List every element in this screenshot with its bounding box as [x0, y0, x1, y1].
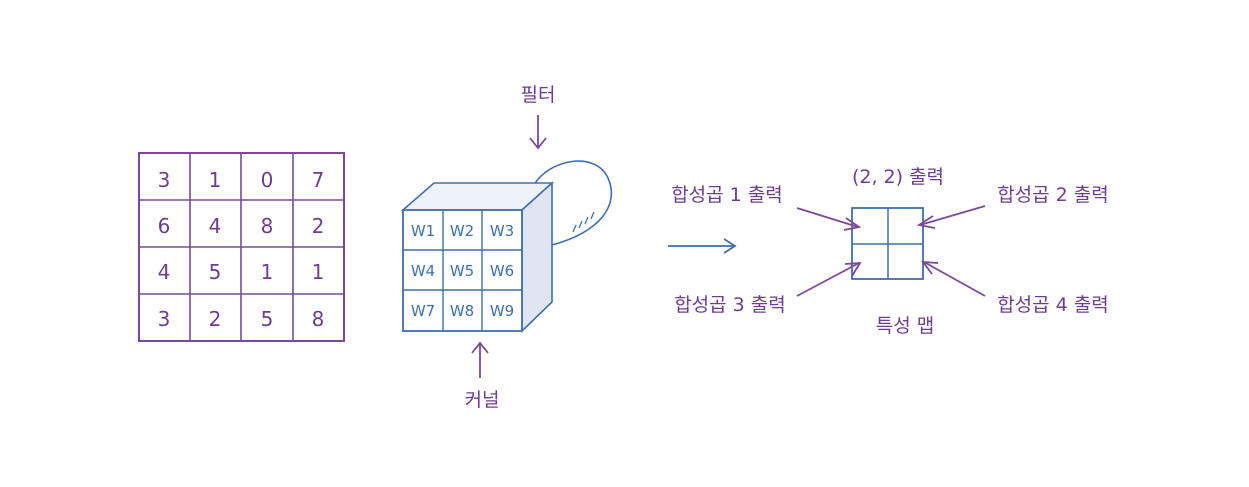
conv1-label: 합성곱 1 출력 [671, 184, 783, 206]
kernel-weight: W1 [411, 222, 435, 240]
kernel-arrow [471, 341, 489, 378]
input-cell: 5 [261, 307, 274, 331]
input-cell: 1 [312, 260, 325, 284]
kernel-weight: W4 [411, 262, 435, 280]
kernel-weight: W6 [490, 262, 514, 280]
input-cell: 0 [261, 168, 274, 192]
input-cell: 5 [209, 260, 222, 284]
filter-stack-curve [533, 160, 613, 246]
conv4-label: 합성곱 4 출력 [997, 294, 1109, 316]
feature-map [851, 207, 924, 280]
kernel-weight: W5 [450, 262, 474, 280]
input-cell: 3 [158, 307, 171, 331]
kernel-label: 커널 [465, 389, 500, 411]
input-cell: 2 [209, 307, 222, 331]
input-cell: 1 [261, 260, 274, 284]
kernel-weight: W8 [450, 302, 474, 320]
input-cell: 1 [209, 168, 222, 192]
kernel-weight: W3 [490, 222, 514, 240]
filter-stack-ticks [572, 211, 595, 233]
input-cell: 8 [312, 307, 325, 331]
input-cell: 4 [209, 214, 222, 238]
conv3-arrow [796, 261, 862, 297]
feature-map-label: 특성 맵 [876, 315, 934, 337]
transform-arrow [668, 238, 737, 254]
filter-arrow [529, 115, 547, 150]
input-matrix: 3 1 0 7 6 4 8 2 4 5 1 1 3 2 5 8 [138, 152, 345, 342]
conv4-arrow [921, 260, 986, 297]
input-cell: 2 [312, 214, 325, 238]
output-22-label: (2, 2) 출력 [852, 166, 944, 188]
filter-cube: W1 W2 W3 W4 W5 W6 W7 W8 W9 [400, 160, 613, 333]
input-cell: 6 [158, 214, 171, 238]
input-cell: 4 [158, 260, 171, 284]
cube-side-face [521, 181, 553, 333]
input-cell: 8 [261, 214, 274, 238]
cube-front-face [402, 209, 523, 332]
conv2-arrow [916, 205, 986, 229]
filter-label: 필터 [521, 84, 556, 106]
conv1-arrow [796, 207, 862, 231]
kernel-weight: W9 [490, 302, 514, 320]
input-cell: 3 [158, 168, 171, 192]
conv2-label: 합성곱 2 출력 [997, 184, 1109, 206]
kernel-weight: W7 [411, 302, 435, 320]
conv3-label: 합성곱 3 출력 [674, 294, 786, 316]
kernel-weight: W2 [450, 222, 474, 240]
input-cell: 7 [312, 168, 325, 192]
